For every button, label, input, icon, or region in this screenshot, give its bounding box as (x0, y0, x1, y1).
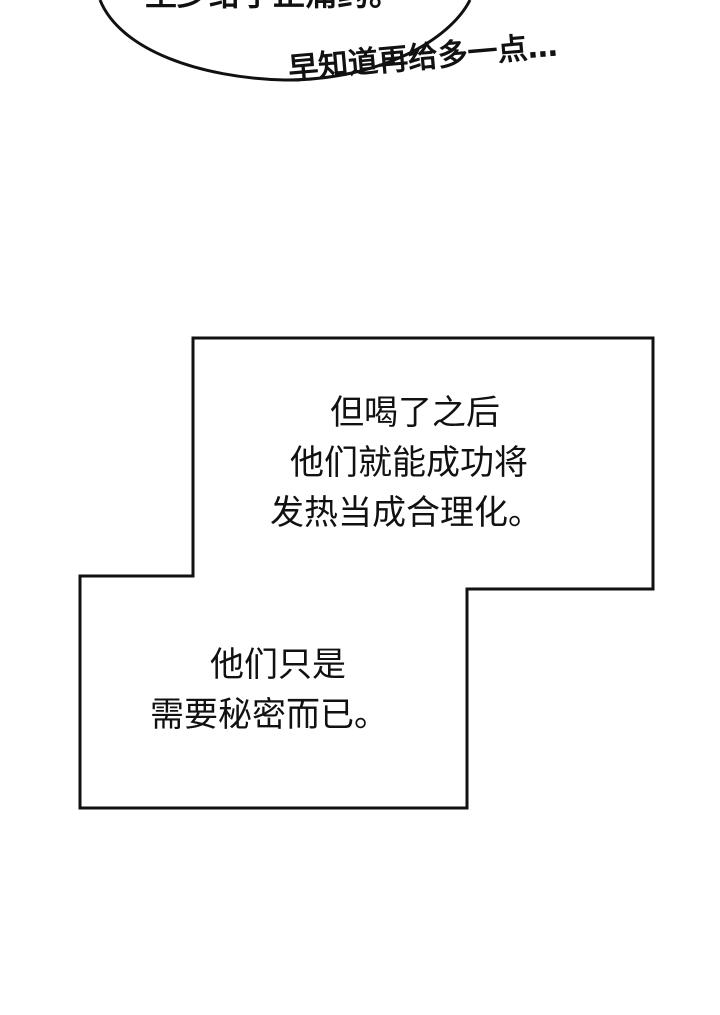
caption-line: 需要秘密而已。 (150, 695, 388, 735)
caption-box-outline (78, 336, 655, 810)
caption-line: 他们只是 (210, 645, 346, 685)
caption-line: 但喝了之后 (330, 393, 500, 433)
caption-line: 他们就能成功将 (290, 443, 528, 483)
caption-line: 发热当成合理化。 (270, 493, 542, 533)
bubble-cut-text: 至少给了止痛药。 (145, 0, 401, 10)
